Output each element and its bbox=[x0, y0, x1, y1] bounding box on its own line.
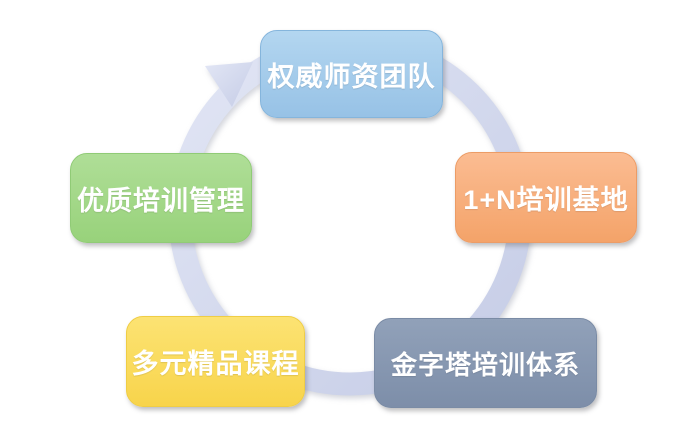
node-pyramid-training-system-label: 金字塔培训体系 bbox=[390, 349, 580, 380]
node-faculty-team-label: 权威师资团队 bbox=[267, 61, 436, 92]
node-pyramid-training-system: 金字塔培训体系 bbox=[374, 318, 597, 408]
node-quality-courses-label: 多元精品课程 bbox=[131, 349, 300, 379]
ring-arrowhead-icon bbox=[205, 62, 253, 107]
node-training-bases: 1+N培训基地 bbox=[455, 152, 637, 243]
node-training-management-label: 优质培训管理 bbox=[77, 185, 245, 216]
node-training-bases-label: 1+N培训基地 bbox=[463, 185, 629, 215]
node-training-management: 优质培训管理 bbox=[70, 153, 252, 243]
node-quality-courses: 多元精品课程 bbox=[126, 316, 305, 407]
node-faculty-team: 权威师资团队 bbox=[260, 30, 443, 118]
